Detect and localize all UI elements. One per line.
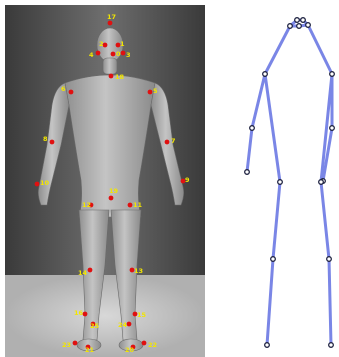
keypoint-label-6: 6 bbox=[61, 85, 66, 93]
joint-lkn bbox=[271, 257, 276, 262]
joint-rsh bbox=[330, 72, 335, 77]
keypoint-label-14: 14 bbox=[78, 269, 88, 277]
skeleton-joints bbox=[245, 18, 335, 348]
joint-lhip bbox=[278, 180, 283, 185]
joint-ne1 bbox=[295, 18, 300, 23]
joint-rhip bbox=[319, 180, 324, 185]
joint-ne2 bbox=[301, 18, 306, 23]
joint-head bbox=[288, 24, 293, 29]
floor bbox=[5, 275, 205, 357]
keypoint-dot-10 bbox=[35, 182, 40, 187]
keypoint-dot-7 bbox=[165, 140, 170, 145]
keypoint-label-22: 22 bbox=[148, 341, 157, 349]
keypoint-label-12: 12 bbox=[82, 201, 91, 209]
bone-lhip-lkn bbox=[273, 182, 280, 259]
joint-lel bbox=[250, 126, 255, 131]
keypoint-label-2: 2 bbox=[99, 40, 104, 48]
keypoint-label-0: 0 bbox=[116, 50, 121, 58]
bone-rkn-ran bbox=[329, 259, 331, 345]
joint-ne3 bbox=[306, 23, 311, 28]
joint-rel bbox=[330, 126, 335, 131]
body-model-image: 0123456789101112131415161718192021222324… bbox=[5, 5, 205, 357]
joint-lsh bbox=[263, 72, 268, 77]
keypoint-dot-17 bbox=[108, 21, 113, 26]
joint-ran bbox=[329, 343, 334, 348]
bone-ne3-rsh bbox=[308, 25, 332, 74]
keypoint-label-15: 15 bbox=[137, 311, 147, 319]
keypoint-label-7: 7 bbox=[171, 137, 176, 145]
keypoint-label-25: 25 bbox=[90, 322, 100, 330]
keypoint-dot-0 bbox=[111, 52, 116, 57]
keypoint-label-16: 16 bbox=[74, 309, 84, 317]
keypoint-label-20: 20 bbox=[125, 346, 135, 354]
keypoint-label-8: 8 bbox=[43, 135, 48, 143]
keypoint-dot-3 bbox=[121, 51, 126, 56]
keypoint-dot-6 bbox=[69, 90, 74, 95]
keypoint-dot-24 bbox=[127, 322, 132, 327]
keypoint-dot-4 bbox=[96, 51, 101, 56]
keypoint-dot-18 bbox=[109, 74, 114, 79]
keypoint-label-11: 11 bbox=[133, 201, 143, 209]
bone-lel-lwr bbox=[247, 128, 252, 172]
keypoint-dot-23 bbox=[73, 341, 78, 346]
keypoint-label-18: 18 bbox=[115, 73, 125, 81]
bone-lsh-lhip bbox=[265, 74, 280, 182]
keypoint-dot-8 bbox=[50, 140, 55, 145]
joint-nose bbox=[297, 24, 302, 29]
keypoint-label-19: 19 bbox=[109, 187, 119, 195]
keypoint-label-24: 24 bbox=[118, 321, 128, 329]
joint-rkn bbox=[327, 257, 332, 262]
keypoint-label-17: 17 bbox=[107, 13, 116, 21]
keypoint-label-3: 3 bbox=[126, 51, 131, 59]
keypoint-dot-19 bbox=[109, 196, 114, 201]
keypoint-label-4: 4 bbox=[89, 51, 94, 59]
keypoint-dot-14 bbox=[88, 268, 93, 273]
keypoint-dot-16 bbox=[83, 312, 88, 317]
keypoint-dot-11 bbox=[128, 203, 133, 208]
keypoint-label-23: 23 bbox=[62, 341, 71, 349]
joint-lan bbox=[265, 343, 270, 348]
keypoint-label-21: 21 bbox=[85, 346, 95, 354]
bone-rhip-rkn bbox=[321, 182, 329, 259]
keypoint-label-9: 9 bbox=[185, 176, 190, 184]
keypoint-label-13: 13 bbox=[134, 267, 143, 275]
keypoint-label-5: 5 bbox=[153, 87, 158, 95]
keypoint-label-1: 1 bbox=[120, 40, 125, 48]
keypoint-dot-22 bbox=[142, 341, 147, 346]
bone-head-lsh bbox=[265, 26, 290, 74]
bone-lsh-lel bbox=[252, 74, 265, 128]
skeleton-diagram bbox=[235, 8, 339, 357]
bone-lkn-lan bbox=[267, 259, 273, 345]
keypoint-dot-5 bbox=[148, 90, 153, 95]
keypoint-label-10: 10 bbox=[40, 179, 50, 187]
skeleton-panel bbox=[235, 8, 339, 357]
joint-lwr bbox=[245, 170, 250, 175]
